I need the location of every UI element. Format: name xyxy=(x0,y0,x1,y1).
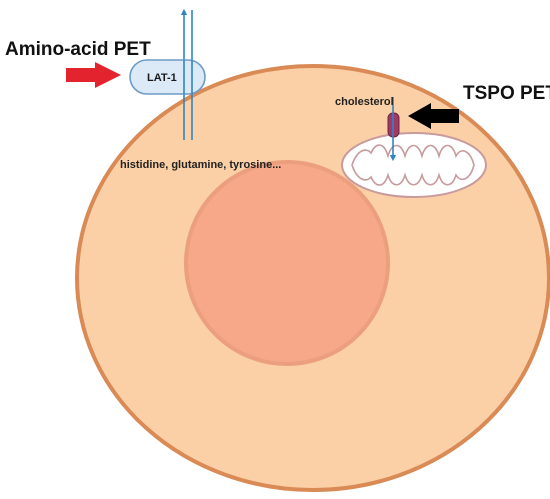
tspo-pet-arrow-icon xyxy=(408,103,459,129)
cholesterol-label: cholesterol xyxy=(335,96,394,108)
lat1-transporter xyxy=(129,59,206,95)
nucleus xyxy=(184,160,390,366)
amino-acid-pet-label: Amino-acid PET xyxy=(5,39,151,60)
amino-acid-pet-arrow-icon xyxy=(66,62,121,88)
lat1-label: LAT-1 xyxy=(147,72,177,84)
tspo-pet-label: TSPO PET xyxy=(463,83,550,104)
amino-acids-label: histidine, glutamine, tyrosine... xyxy=(120,159,281,171)
mitochondrion-icon xyxy=(341,132,487,198)
